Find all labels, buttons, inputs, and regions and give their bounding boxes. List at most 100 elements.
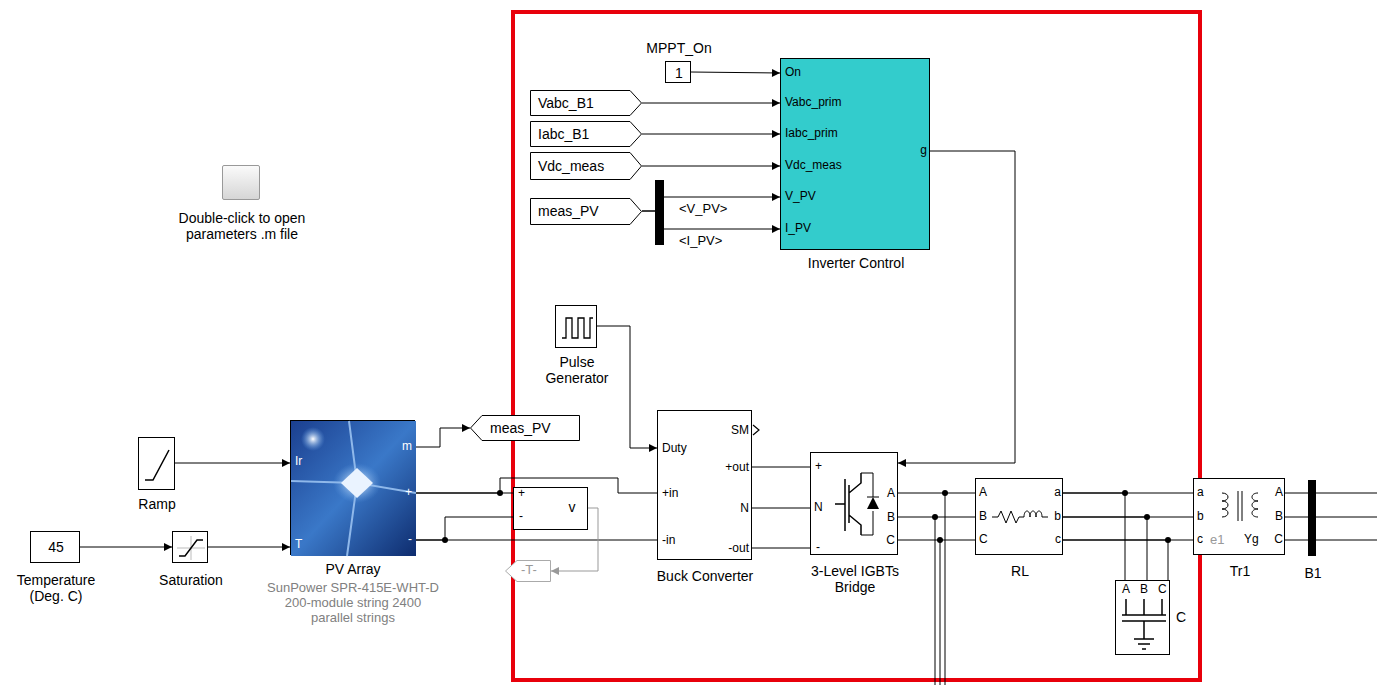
port-label: +	[518, 487, 525, 501]
port-label: A	[979, 486, 987, 500]
block-caption: Ramp	[138, 496, 175, 512]
port-label: N	[740, 502, 749, 516]
port-label: B	[979, 510, 987, 524]
arrow-head	[551, 567, 559, 575]
port-label: a	[1197, 486, 1204, 500]
port-label: B	[887, 511, 895, 525]
port-label: g	[920, 144, 927, 158]
signal-line	[1285, 493, 1308, 494]
port-chevron	[753, 425, 759, 435]
block-caption: Saturation	[159, 572, 223, 588]
block-caption: Temperature (Deg. C)	[6, 572, 106, 604]
pv-array: IrTm+-PV ArraySunPower SPR-415E-WHT-D 20…	[290, 420, 415, 555]
arrow-head	[772, 193, 780, 201]
port-label: Vdc_meas	[538, 158, 604, 174]
signal-line	[752, 548, 810, 549]
parameters-button: Double-click to open parameters .m file	[222, 165, 260, 200]
signal-line	[898, 493, 975, 494]
from-tag: Vdc_meas	[530, 152, 642, 180]
port-label: 45	[48, 539, 64, 555]
port-label: b	[1197, 510, 1204, 524]
signal-line	[752, 467, 810, 468]
port-label: -	[519, 510, 523, 524]
saturation-block: Saturation	[172, 531, 208, 563]
port-label: e1	[1210, 533, 1224, 548]
port-label: -T-	[521, 563, 537, 578]
block-caption: 3-Level IGBTs Bridge	[809, 563, 901, 595]
port-label: A	[1275, 486, 1283, 500]
signal-label: <V_PV>	[678, 201, 728, 216]
signal-line	[415, 517, 513, 540]
igbt-bridge: +N-ABC3-Level IGBTs Bridge	[810, 452, 898, 555]
port-label: b	[1054, 510, 1061, 524]
port-label: Yg	[1244, 533, 1259, 547]
goto-tag: meas_PV	[470, 415, 580, 441]
block-caption: C	[1176, 609, 1186, 625]
port-label: +	[405, 486, 412, 500]
port-label: B	[1140, 583, 1148, 597]
port-label: Vabc_B1	[538, 95, 594, 111]
block-caption: Pulse Generator	[539, 354, 615, 386]
bus-bar: B1	[1308, 480, 1316, 556]
block-icon	[556, 306, 598, 349]
highlight-frame	[513, 12, 1200, 680]
signal-line	[752, 508, 810, 509]
block-caption: Buck Converter	[657, 568, 753, 584]
block-icon	[139, 438, 176, 491]
port-label: On	[785, 66, 801, 80]
signal-line	[208, 547, 290, 548]
transformer: abcABCe1YgTr1	[1193, 478, 1285, 555]
arrow-head	[282, 459, 290, 467]
port-label: +	[815, 460, 822, 474]
signal-line	[642, 166, 780, 167]
port-label: Vabc_prim	[785, 96, 841, 110]
signal-line	[415, 428, 470, 447]
constant-block: 45Temperature (Deg. C)	[30, 531, 80, 563]
port-label: C	[1274, 533, 1283, 547]
port-label: A	[887, 487, 895, 501]
port-label: -	[408, 533, 412, 547]
signal-line	[642, 103, 780, 104]
bus-out-wires	[1316, 493, 1377, 540]
port-label: c	[1055, 533, 1061, 547]
arrow-head	[649, 444, 657, 452]
arrow-head	[462, 424, 470, 432]
arrow-head	[772, 225, 780, 233]
arrow-head	[772, 162, 780, 170]
branch-wires	[935, 493, 945, 685]
port-label: Iabc_B1	[538, 126, 589, 142]
signal-label: <I_PV>	[678, 233, 723, 248]
block-icon	[291, 421, 416, 556]
control-block: OnVabc_primIabc_primVdc_measV_PVI_PVgInv…	[780, 58, 930, 250]
port-label: Ir	[295, 455, 302, 469]
port-label: C	[979, 533, 988, 547]
port-label: a	[1054, 486, 1061, 500]
port-label: +in	[662, 487, 678, 501]
signal-line	[1285, 517, 1308, 518]
capacitor-bank: ABCC	[1115, 580, 1170, 655]
signal-line	[1063, 540, 1168, 580]
port-label: B	[1275, 510, 1283, 524]
port-label: c	[1197, 533, 1203, 547]
block-caption: Inverter Control	[808, 255, 904, 271]
port-label: -	[816, 541, 820, 555]
block-icon	[976, 479, 1064, 556]
port-label: v	[569, 499, 576, 515]
port-label: +out	[725, 461, 749, 475]
signal-line	[175, 463, 290, 464]
block-icon	[173, 532, 209, 564]
port-label: T	[295, 538, 302, 552]
arrow-head	[772, 130, 780, 138]
signal-line	[597, 326, 657, 448]
block-caption: SunPower SPR-415E-WHT-D 200-module strin…	[265, 581, 441, 626]
rl-branch: ABCabcRL	[975, 478, 1063, 555]
block-icon	[1194, 479, 1286, 556]
from-tag: Vabc_B1	[530, 90, 642, 116]
port-label: Vdc_meas	[785, 159, 842, 173]
arrow-head	[898, 459, 906, 467]
port-label: SM	[731, 424, 749, 438]
port-label: I_PV	[785, 222, 811, 236]
block-caption: Double-click to open parameters .m file	[152, 210, 332, 242]
arrow-head	[772, 99, 780, 107]
from-tag: Iabc_B1	[530, 121, 642, 147]
